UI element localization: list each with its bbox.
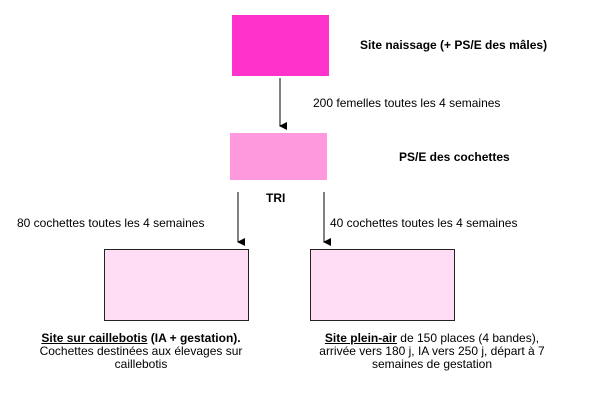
pleinair-title-rest: de 150 places (4 bandes), xyxy=(396,331,540,345)
site-caillebotis-box xyxy=(104,249,249,321)
pleinair-line3: semaines de gestation xyxy=(371,357,493,371)
flow-left-label: 80 cochettes toutes les 4 semaines xyxy=(17,216,205,230)
site-plein-air-box xyxy=(310,249,455,321)
flow-top-label: 200 femelles toutes les 4 semaines xyxy=(313,96,501,110)
pleinair-caption: Site plein-air de 150 places (4 bandes),… xyxy=(286,332,578,371)
flow-right-label: 40 cochettes toutes les 4 semaines xyxy=(330,216,518,230)
pleinair-title: Site plein-air xyxy=(324,331,397,345)
pse-cochettes-label: PS/E des cochettes xyxy=(399,150,510,164)
caillebotis-title: Site sur caillebotis xyxy=(41,331,148,345)
caillebotis-caption: Site sur caillebotis (IA + gestation). C… xyxy=(10,332,272,371)
site-naissage-box xyxy=(232,15,329,76)
tri-label: TRI xyxy=(266,191,286,205)
pleinair-line2: arrivée vers 180 j, IA vers 250 j, dépar… xyxy=(319,344,545,358)
caillebotis-title-rest: (IA + gestation). xyxy=(147,331,241,345)
caillebotis-line3: caillebotis xyxy=(114,357,168,371)
caillebotis-line2: Cochettes destinées aux élevages sur xyxy=(39,344,243,358)
site-naissage-label: Site naissage (+ PS/E des mâles) xyxy=(360,38,548,52)
pse-cochettes-box xyxy=(230,133,327,180)
